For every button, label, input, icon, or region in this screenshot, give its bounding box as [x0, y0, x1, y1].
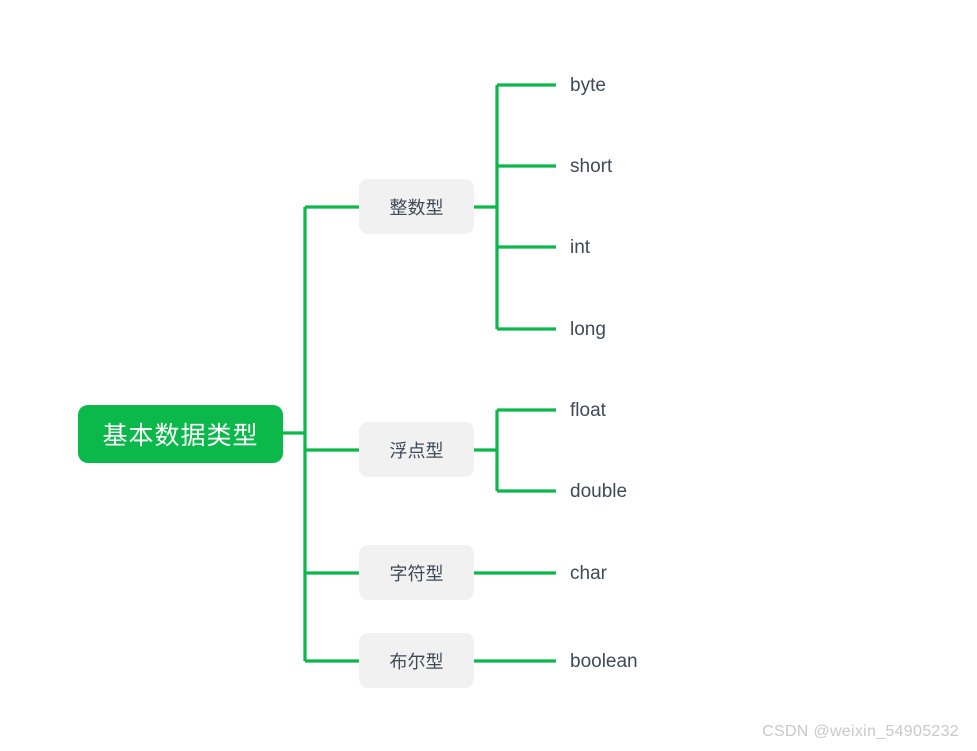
leaf-node-byte[interactable]: byte — [570, 75, 606, 96]
leaf-node-long[interactable]: long — [570, 319, 606, 340]
leaf-node-float[interactable]: float — [570, 400, 606, 421]
branch-node-integer[interactable]: 整数型 — [359, 179, 474, 234]
branch-node-label: 布尔型 — [389, 651, 444, 672]
root-node-basic-data-types[interactable]: 基本数据类型 — [78, 405, 283, 463]
leaf-node-double[interactable]: double — [570, 481, 628, 502]
root-node-label: 基本数据类型 — [102, 422, 259, 450]
leaf-node-int[interactable]: int — [570, 237, 591, 258]
branch-node-label: 字符型 — [389, 563, 444, 584]
branch-node-float[interactable]: 浮点型 — [359, 422, 474, 477]
leaf-node-char[interactable]: char — [570, 563, 607, 584]
branch-node-character[interactable]: 字符型 — [359, 545, 474, 600]
leaf-node-boolean[interactable]: boolean — [570, 651, 638, 672]
branch-node-boolean[interactable]: 布尔型 — [359, 633, 474, 688]
branch-node-label: 浮点型 — [389, 440, 444, 461]
leaf-node-short[interactable]: short — [570, 156, 613, 177]
branch-node-label: 整数型 — [389, 197, 444, 218]
watermark-text: CSDN @weixin_54905232 — [762, 723, 959, 740]
